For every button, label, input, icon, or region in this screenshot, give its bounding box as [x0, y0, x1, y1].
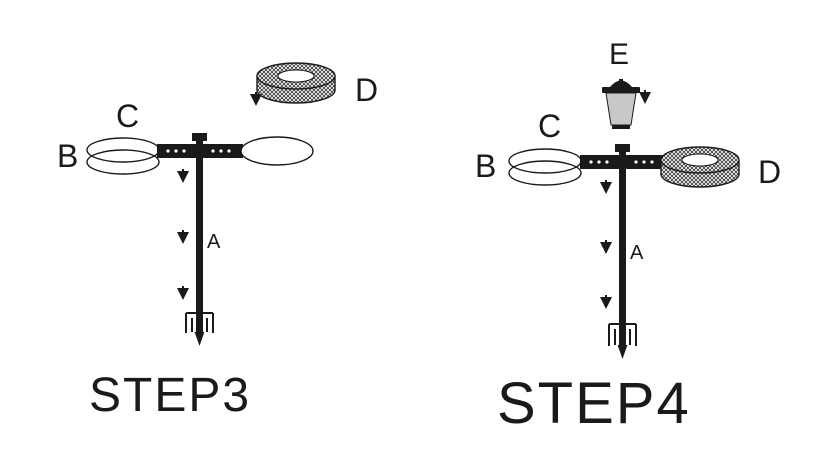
step4-label-b: B — [475, 148, 496, 184]
step4-label-a: A — [630, 242, 644, 264]
step4-pole-cap — [615, 144, 630, 152]
step4-crossbar — [580, 155, 666, 169]
step3-ring-b — [86, 137, 160, 175]
step3-title: STEP3 — [89, 369, 251, 422]
step4-label-d: D — [758, 154, 781, 190]
step3-label-c: C — [116, 98, 139, 134]
step4-title: STEP4 — [497, 371, 691, 436]
step4-crossbar-holes — [589, 160, 654, 164]
step3-label-b: B — [57, 138, 78, 174]
step3-label-a: A — [207, 231, 221, 253]
step4-lamp-e — [602, 79, 640, 129]
step3-pole-cap — [192, 133, 207, 141]
step3-label-d: D — [355, 72, 378, 108]
step3-ground-spike — [185, 312, 214, 347]
step4-pole — [619, 146, 626, 346]
step3-ring-right — [240, 136, 314, 166]
step3-arrows — [177, 92, 262, 300]
step3-crossbar — [157, 144, 243, 158]
step4-basket-d — [660, 146, 740, 188]
step4-label-c: C — [538, 108, 561, 144]
step4-ring-b — [508, 148, 582, 186]
step3-panel: A B C D STEP3 — [57, 62, 378, 422]
step4-panel: A B C D E STEP4 — [475, 38, 781, 436]
step3-basket-d — [256, 62, 336, 104]
step4-ground-spike — [608, 323, 637, 360]
step4-label-e: E — [609, 38, 629, 71]
step3-pole — [196, 135, 203, 333]
step4-arrows — [600, 90, 651, 309]
step3-crossbar-holes — [166, 149, 231, 153]
